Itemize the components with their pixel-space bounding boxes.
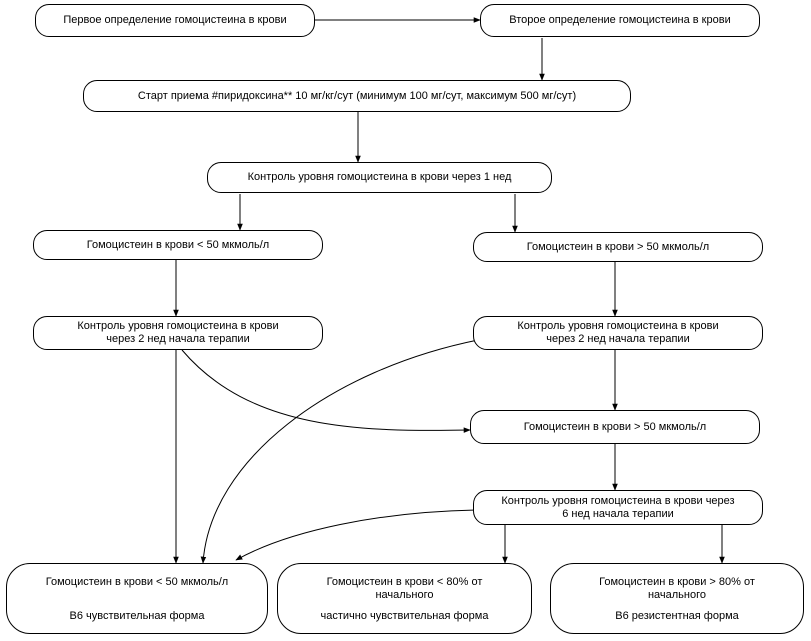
- node-control-2-weeks-left-line2: через 2 нед начала терапии: [106, 333, 250, 345]
- node-homocysteine-high-b-label: Гомоцистеин в крови > 50 мкмоль/л: [523, 420, 707, 433]
- node-control-2-weeks-right: Контроль уровня гомоцистеина в крови чер…: [473, 316, 763, 350]
- node-start-pyridoxine-label: Старт приема #пиридоксина** 10 мг/кг/сут…: [137, 89, 577, 102]
- node-control-2-weeks-left: Контроль уровня гомоцистеина в крови чер…: [33, 316, 323, 350]
- node-start-pyridoxine: Старт приема #пиридоксина** 10 мг/кг/сут…: [83, 80, 631, 112]
- node-result-partial: Гомоцистеин в крови < 80% от начального …: [277, 563, 532, 634]
- node-control-2-weeks-right-line2: через 2 нед начала терапии: [546, 333, 690, 345]
- node-control-2-weeks-right-line1: Контроль уровня гомоцистеина в крови: [517, 320, 719, 332]
- edge-control2R-resSensitive: [200, 339, 479, 564]
- node-homocysteine-high-b: Гомоцистеин в крови > 50 мкмоль/л: [470, 410, 760, 444]
- node-homocysteine-high-a-label: Гомоцистеин в крови > 50 мкмоль/л: [526, 240, 710, 253]
- node-result-b6-sensitive-line2: В6 чувствительная форма: [69, 610, 205, 622]
- node-result-partial-line1b: начального: [375, 589, 434, 601]
- node-result-b6-resistant-line1: Гомоцистеин в крови > 80% от: [599, 576, 755, 588]
- node-result-b6-resistant-line2: В6 резистентная форма: [615, 610, 739, 622]
- node-result-partial-line2: частично чувствительная форма: [320, 610, 489, 622]
- node-control-1-week: Контроль уровня гомоцистеина в крови чер…: [207, 162, 552, 193]
- node-second-test-label: Второе определение гомоцистеина в крови: [509, 14, 731, 26]
- node-result-b6-resistant: Гомоцистеин в крови > 80% от начального …: [550, 563, 804, 634]
- node-control-6-weeks-line2: 6 нед начала терапии: [562, 507, 674, 520]
- node-result-b6-resistant-line1b: начального: [647, 589, 706, 601]
- node-first-test-label: Первое определение гомоцистеина в крови: [63, 14, 287, 26]
- node-control-6-weeks-line1: Контроль уровня гомоцистеина в крови чер…: [501, 494, 735, 507]
- node-control-6-weeks: Контроль уровня гомоцистеина в крови чер…: [473, 490, 763, 525]
- edge-control2L-highB: [181, 349, 471, 433]
- node-second-test: Второе определение гомоцистеина в крови: [480, 4, 760, 37]
- node-homocysteine-high-a: Гомоцистеин в крови > 50 мкмоль/л: [473, 232, 763, 262]
- node-control-1-week-label: Контроль уровня гомоцистеина в крови чер…: [247, 171, 512, 183]
- node-homocysteine-low-a-label: Гомоцистеин в крови < 50 мкмоль/л: [86, 238, 270, 251]
- node-control-2-weeks-left-line1: Контроль уровня гомоцистеина в крови: [77, 320, 279, 332]
- edge-control6-resSensitive: [235, 509, 477, 561]
- node-result-b6-sensitive: Гомоцистеин в крови < 50 мкмоль/л В6 чув…: [6, 563, 268, 634]
- node-first-test: Первое определение гомоцистеина в крови: [35, 4, 315, 37]
- node-result-partial-line1: Гомоцистеин в крови < 80% от: [326, 576, 483, 588]
- node-homocysteine-low-a: Гомоцистеин в крови < 50 мкмоль/л: [33, 230, 323, 260]
- node-result-b6-sensitive-line1: Гомоцистеин в крови < 50 мкмоль/л: [45, 576, 229, 588]
